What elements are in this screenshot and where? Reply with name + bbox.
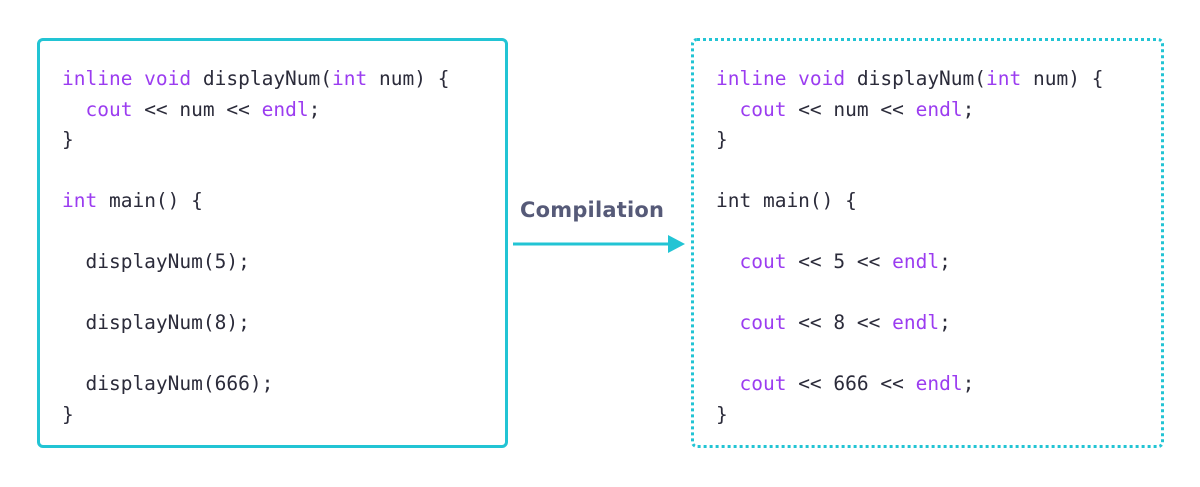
code-keyword: inline void xyxy=(62,67,192,90)
code-text: ; xyxy=(962,372,975,395)
code-text: } xyxy=(62,402,74,426)
compiled-code-block: inline void displayNum(int num) { cout <… xyxy=(716,64,1103,430)
code-line: } xyxy=(62,400,449,431)
code-line: displayNum(666); xyxy=(62,369,449,400)
code-line: } xyxy=(62,125,449,156)
code-keyword: endl xyxy=(261,97,309,121)
code-line xyxy=(716,339,1103,370)
code-text: << 8 << xyxy=(786,311,893,334)
code-text xyxy=(716,250,739,273)
code-text: } xyxy=(716,128,728,151)
code-line: cout << 666 << endl; xyxy=(716,369,1103,400)
code-keyword: cout xyxy=(739,372,787,395)
code-line xyxy=(62,278,449,309)
code-line: } xyxy=(716,400,1103,431)
code-line: displayNum(8); xyxy=(62,308,449,339)
code-text: << num << xyxy=(132,97,262,121)
code-text: displayNum(666); xyxy=(62,372,274,395)
compilation-label: Compilation xyxy=(520,198,665,222)
code-text: num) { xyxy=(1021,67,1104,90)
code-keyword: endl xyxy=(892,311,940,334)
code-line: cout << 5 << endl; xyxy=(716,247,1103,278)
code-line: cout << 8 << endl; xyxy=(716,308,1103,339)
code-text: displayNum( xyxy=(191,67,333,90)
code-text: ; xyxy=(308,97,321,121)
code-line: int main() { xyxy=(62,186,449,217)
source-code-block: inline void displayNum(int num) { cout <… xyxy=(62,64,449,430)
code-keyword: cout xyxy=(85,97,133,121)
code-text: } xyxy=(716,402,728,426)
code-keyword: int xyxy=(62,189,98,212)
code-text: << 5 << xyxy=(786,250,893,273)
code-line xyxy=(716,217,1103,248)
code-line: cout << num << endl; xyxy=(62,95,449,126)
code-text xyxy=(716,98,739,121)
code-text: displayNum(5); xyxy=(62,250,250,273)
code-keyword: int xyxy=(332,67,368,90)
code-line xyxy=(716,156,1103,187)
code-text xyxy=(716,372,739,395)
code-text: } xyxy=(62,128,74,151)
code-text: ; xyxy=(939,250,951,273)
code-text: displayNum( xyxy=(845,67,987,90)
code-text xyxy=(62,98,85,121)
code-text: num) { xyxy=(367,67,450,90)
code-line: displayNum(5); xyxy=(62,247,449,278)
code-keyword: cout xyxy=(739,311,787,334)
code-line xyxy=(62,217,449,248)
code-line: } xyxy=(716,125,1103,156)
code-keyword: endl xyxy=(915,372,963,395)
compiled-code-panel: inline void displayNum(int num) { cout <… xyxy=(691,38,1164,448)
code-text: << num << xyxy=(786,97,916,121)
code-keyword: cout xyxy=(739,250,787,273)
code-keyword: endl xyxy=(892,250,940,273)
code-keyword: endl xyxy=(915,97,963,121)
code-text: main() { xyxy=(97,189,203,212)
code-text: << 666 << xyxy=(786,372,916,395)
code-text: displayNum(8); xyxy=(62,311,250,334)
code-text xyxy=(716,311,739,334)
code-line xyxy=(716,278,1103,309)
code-keyword: inline void xyxy=(716,67,846,90)
code-line: cout << num << endl; xyxy=(716,95,1103,126)
code-text: ; xyxy=(962,97,975,121)
code-keyword: int xyxy=(986,67,1022,90)
code-text: ; xyxy=(939,311,951,334)
source-code-panel: inline void displayNum(int num) { cout <… xyxy=(37,38,508,448)
code-line xyxy=(62,339,449,370)
code-keyword: cout xyxy=(739,97,787,121)
code-line xyxy=(62,156,449,187)
code-line: inline void displayNum(int num) { xyxy=(716,64,1103,95)
compilation-arrow-icon xyxy=(513,235,685,253)
code-line: int main() { xyxy=(716,186,1103,217)
code-line: inline void displayNum(int num) { xyxy=(62,64,449,95)
code-text: int main() { xyxy=(716,189,857,212)
